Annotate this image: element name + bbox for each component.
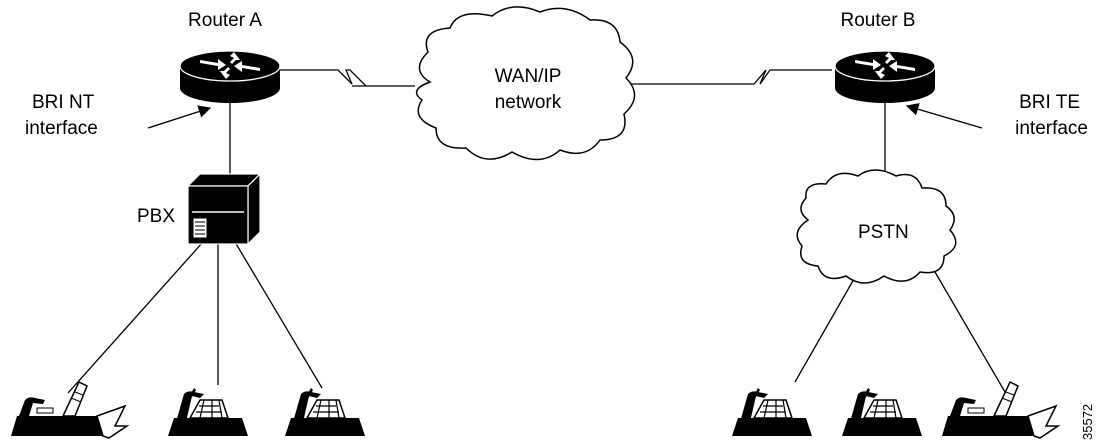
phone-right-2-icon [841,387,923,437]
pstn-cloud [796,169,957,284]
link-pbx-fax [67,241,204,394]
connection-lines [67,69,1006,394]
fax-right-icon [941,381,1059,439]
bri-te-arrow [905,103,983,129]
link-routera-wan [280,69,415,87]
bri-te-label-line2: interface [1015,118,1088,139]
wan-cloud [415,6,636,161]
pbx-icon [187,173,261,245]
router-b-icon [834,50,936,104]
router-a-icon [179,50,281,104]
bri-nt-label-line2: interface [25,118,98,139]
pbx-label: PBX [137,206,175,227]
link-pstn-phone1 [794,271,859,383]
link-pbx-phone2 [234,241,323,389]
bri-te-label-line1: BRI TE [1019,92,1080,113]
bri-nt-arrow [147,105,212,129]
fax-left-icon [10,381,128,439]
pstn-label: PSTN [858,222,909,243]
phone-right-1-icon [731,387,813,437]
figure-id: 35572 [1080,404,1095,440]
phone-left-2-icon [284,387,366,437]
router-b-label: Router B [841,10,916,31]
link-wan-routerb [625,69,832,85]
wan-label-line1: WAN/IP [495,66,562,87]
router-a-label: Router A [188,10,262,31]
bri-nt-label-line1: BRI NT [32,92,95,113]
phone-left-1-icon [167,387,249,437]
link-pstn-fax [934,271,1006,393]
wan-label-line2: network [495,92,562,113]
